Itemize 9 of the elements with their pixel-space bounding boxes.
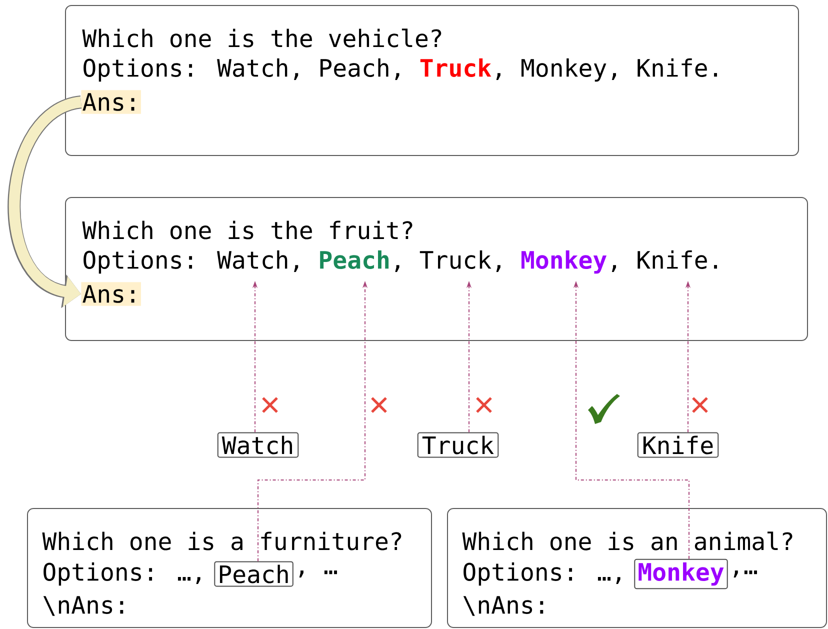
answer-highlight: Ans: [81, 90, 141, 114]
option-box: Monkey [634, 558, 728, 590]
answer-highlight: Ans: [81, 282, 141, 306]
prompt-text: ,… [734, 570, 757, 578]
prompt-text: , … [299, 570, 337, 578]
option-box: Truck [417, 432, 499, 458]
option-box: Watch [217, 432, 299, 458]
option-box: Peach [214, 561, 294, 587]
option-box: Knife [637, 432, 719, 458]
